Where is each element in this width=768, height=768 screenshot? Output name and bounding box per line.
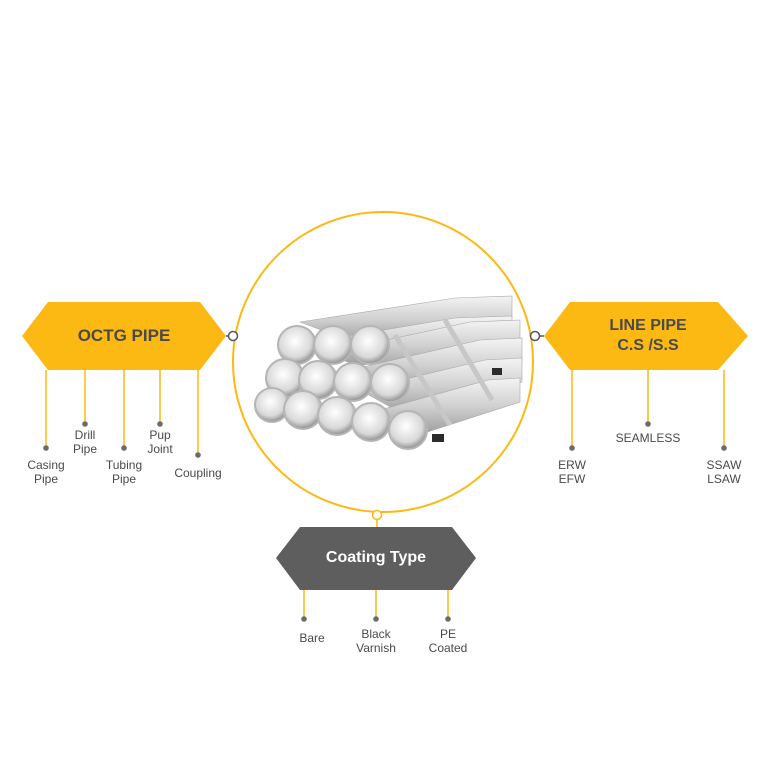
octg-item-coupling: Coupling [174,466,222,480]
center-circle [232,211,534,513]
octg-dot-tubing [121,445,127,451]
circle-connector-left [227,330,239,342]
line-pipe-title-line2: C.S /S.S [617,337,679,354]
coating-dot-bare [301,616,307,622]
circle-connector-bottom [371,509,383,521]
octg-dot-coupling [195,452,201,458]
line-pipe-title-line1: LINE PIPE [609,317,687,334]
octg-title: OCTG PIPE [77,326,171,345]
circle-connector-right [529,330,541,342]
octg-dot-drill [82,421,88,427]
octg-banner [22,302,226,370]
coating-title: Coating Type [325,549,427,566]
line-dot-seamless [645,421,651,427]
line-pipe-title: LINE PIPE C.S /S.S [609,316,686,356]
coating-item-bare: Bare [299,631,325,645]
coating-banner [276,527,476,590]
octg-dot-casing [43,445,49,451]
line-pipe-banner [544,302,748,370]
coating-dot-black [373,616,379,622]
line-item-seamless: SEAMLESS [615,431,681,445]
line-dot-erw [569,445,575,451]
octg-dot-pup [157,421,163,427]
steel-pipe-bundle-icon [254,295,523,450]
line-dot-ssaw [721,445,727,451]
coating-dot-pe [445,616,451,622]
